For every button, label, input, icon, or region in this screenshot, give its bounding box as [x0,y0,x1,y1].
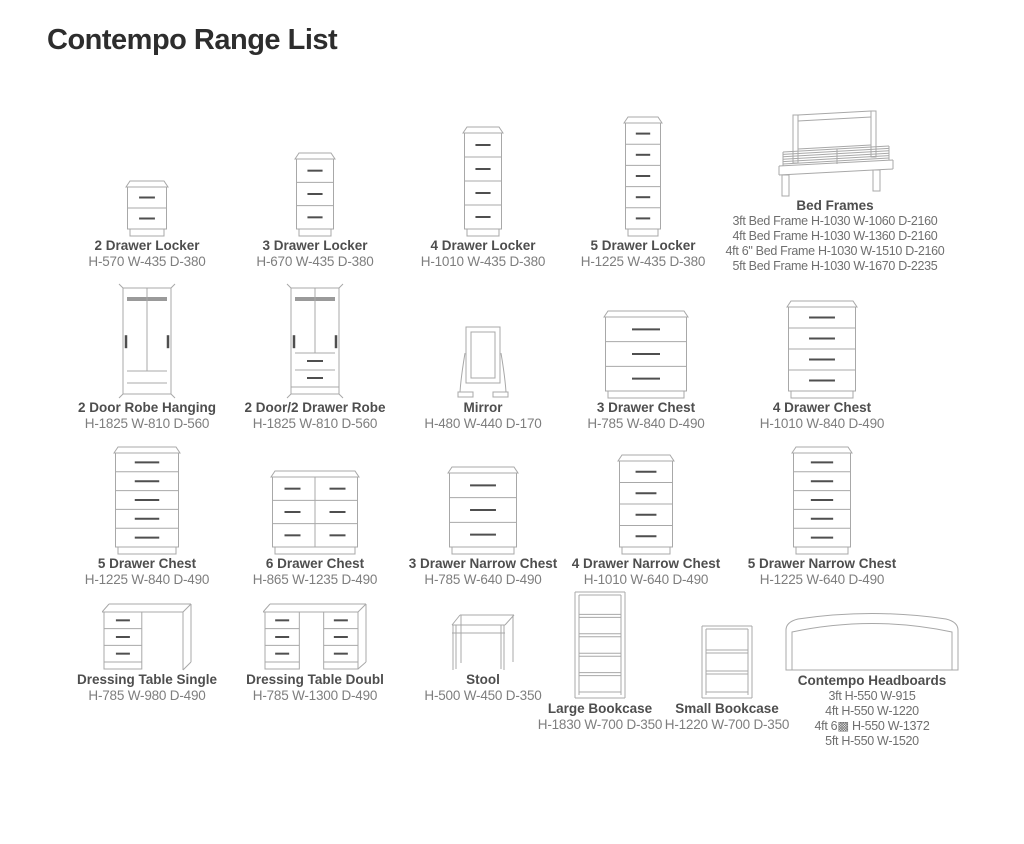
item-2-door-robe-hanging: 2 Door Robe Hanging H-1825 W-810 D-560 [62,281,232,432]
item-dims: H-1010 W-840 D-490 [759,416,885,431]
3-drawer-chest-drawing [561,281,731,399]
4-drawer-chest-drawing [737,281,907,399]
item-dims: H-1830 W-700 D-350 [537,717,663,732]
small-bookcase-drawing [657,586,797,700]
item-5-drawer-locker: 5 Drawer Locker H-1225 W-435 D-380 [558,105,728,270]
item-name: Small Bookcase [675,701,779,716]
item-2-door-2-drawer-robe: 2 Door/2 Drawer Robe H-1825 W-810 D-560 [230,281,400,432]
item-name: Stool [466,672,500,687]
item-name: 3 Drawer Chest [596,400,696,415]
item-dims: H-865 W-1235 D-490 [252,572,378,587]
6-drawer-chest-drawing [230,441,400,555]
item-3-drawer-chest: 3 Drawer Chest H-785 W-840 D-490 [561,281,731,432]
item-large-bookcase: Large Bookcase H-1830 W-700 D-350 [530,586,670,733]
size-line: 3ft Bed Frame H-1030 W-1060 D-2160 [732,214,938,228]
size-line: 4ft 6▩ H-550 W-1372 [814,719,930,733]
item-name: 5 Drawer Chest [97,556,197,571]
item-5-drawer-chest: 5 Drawer Chest H-1225 W-840 D-490 [62,441,232,588]
robe-hanging-drawing [62,281,232,399]
item-dims: H-1225 W-640 D-490 [759,572,885,587]
item-dims: H-1225 W-840 D-490 [84,572,210,587]
item-name: 3 Drawer Locker [262,238,368,253]
item-dims: H-1010 W-435 D-380 [420,254,546,269]
item-name: Contempo Headboards [797,673,947,688]
item-name: Bed Frames [796,198,874,213]
size-line: 3ft H-550 W-915 [828,689,916,703]
item-dressing-table-single: Dressing Table Single H-785 W-980 D-490 [62,597,232,704]
3-drawer-locker-drawing [230,105,400,237]
item-dims: H-785 W-840 D-490 [587,416,705,431]
item-dims: H-1825 W-810 D-560 [84,416,210,431]
item-contempo-headboards: Contempo Headboards 3ft H-550 W-915 4ft … [772,602,972,749]
large-bookcase-drawing [530,586,670,700]
dressing-table-single-drawing [62,597,232,671]
size-line: 4ft H-550 W-1220 [825,704,919,718]
item-4-drawer-narrow-chest: 4 Drawer Narrow Chest H-1010 W-640 D-490 [561,441,731,588]
item-mirror: Mirror H-480 W-440 D-170 [398,281,568,432]
page-title: Contempo Range List [47,24,338,56]
item-2-drawer-locker: 2 Drawer Locker H-570 W-435 D-380 [62,105,232,270]
item-name: Large Bookcase [547,701,653,716]
item-4-drawer-chest: 4 Drawer Chest H-1010 W-840 D-490 [737,281,907,432]
4-drawer-locker-drawing [398,105,568,237]
item-3-drawer-narrow-chest: 3 Drawer Narrow Chest H-785 W-640 D-490 [398,441,568,588]
dressing-table-double-drawing [230,597,400,671]
item-dims: H-785 W-980 D-490 [88,688,206,703]
robe-drawer-drawing [230,281,400,399]
item-dims: H-1225 W-435 D-380 [580,254,706,269]
item-name: 4 Drawer Locker [430,238,536,253]
headboard-sizes: 3ft H-550 W-915 4ft H-550 W-1220 4ft 6▩ … [815,689,930,749]
item-dims: H-500 W-450 D-350 [424,688,542,703]
item-name: 2 Drawer Locker [94,238,200,253]
item-dressing-table-double: Dressing Table Doubl H-785 W-1300 D-490 [230,597,400,704]
5-drawer-narrow-chest-drawing [737,441,907,555]
item-dims: H-785 W-640 D-490 [424,572,542,587]
size-line: 4ft 6" Bed Frame H-1030 W-1510 D-2160 [725,244,945,258]
size-line: 5ft H-550 W-1520 [825,734,919,748]
item-name: 2 Door Robe Hanging [78,400,216,415]
item-5-drawer-narrow-chest: 5 Drawer Narrow Chest H-1225 W-640 D-490 [737,441,907,588]
item-name: 5 Drawer Locker [590,238,696,253]
item-6-drawer-chest: 6 Drawer Chest H-865 W-1235 D-490 [230,441,400,588]
item-stool: Stool H-500 W-450 D-350 [398,597,568,704]
item-dims: H-1010 W-640 D-490 [583,572,709,587]
stool-drawing [398,597,568,671]
item-dims: H-1825 W-810 D-560 [252,416,378,431]
item-4-drawer-locker: 4 Drawer Locker H-1010 W-435 D-380 [398,105,568,270]
item-name: 3 Drawer Narrow Chest [408,556,558,571]
item-name: 6 Drawer Chest [265,556,365,571]
item-dims: H-480 W-440 D-170 [424,416,542,431]
item-name: Dressing Table Doubl [246,672,384,687]
bed-frame-sizes: 3ft Bed Frame H-1030 W-1060 D-2160 4ft B… [726,214,945,274]
item-name: 2 Door/2 Drawer Robe [244,400,386,415]
item-dims: H-670 W-435 D-380 [256,254,374,269]
item-name: 5 Drawer Narrow Chest [747,556,897,571]
item-name: Dressing Table Single [76,672,218,687]
3-drawer-narrow-chest-drawing [398,441,568,555]
size-line: 4ft Bed Frame H-1030 W-1360 D-2160 [732,229,938,243]
item-dims: H-1220 W-700 D-350 [664,717,790,732]
2-drawer-locker-drawing [62,105,232,237]
4-drawer-narrow-chest-drawing [561,441,731,555]
item-bed-frames: Bed Frames 3ft Bed Frame H-1030 W-1060 D… [725,105,945,274]
5-drawer-chest-drawing [62,441,232,555]
item-name: 4 Drawer Chest [772,400,872,415]
bed-frame-drawing [725,105,945,197]
5-drawer-locker-drawing [558,105,728,237]
item-dims: H-570 W-435 D-380 [88,254,206,269]
size-line: 5ft Bed Frame H-1030 W-1670 D-2235 [732,259,938,273]
item-small-bookcase: Small Bookcase H-1220 W-700 D-350 [657,586,797,733]
headboard-drawing [772,602,972,672]
item-3-drawer-locker: 3 Drawer Locker H-670 W-435 D-380 [230,105,400,270]
mirror-drawing [398,281,568,399]
item-name: 4 Drawer Narrow Chest [571,556,721,571]
item-name: Mirror [463,400,503,415]
item-dims: H-785 W-1300 D-490 [252,688,378,703]
